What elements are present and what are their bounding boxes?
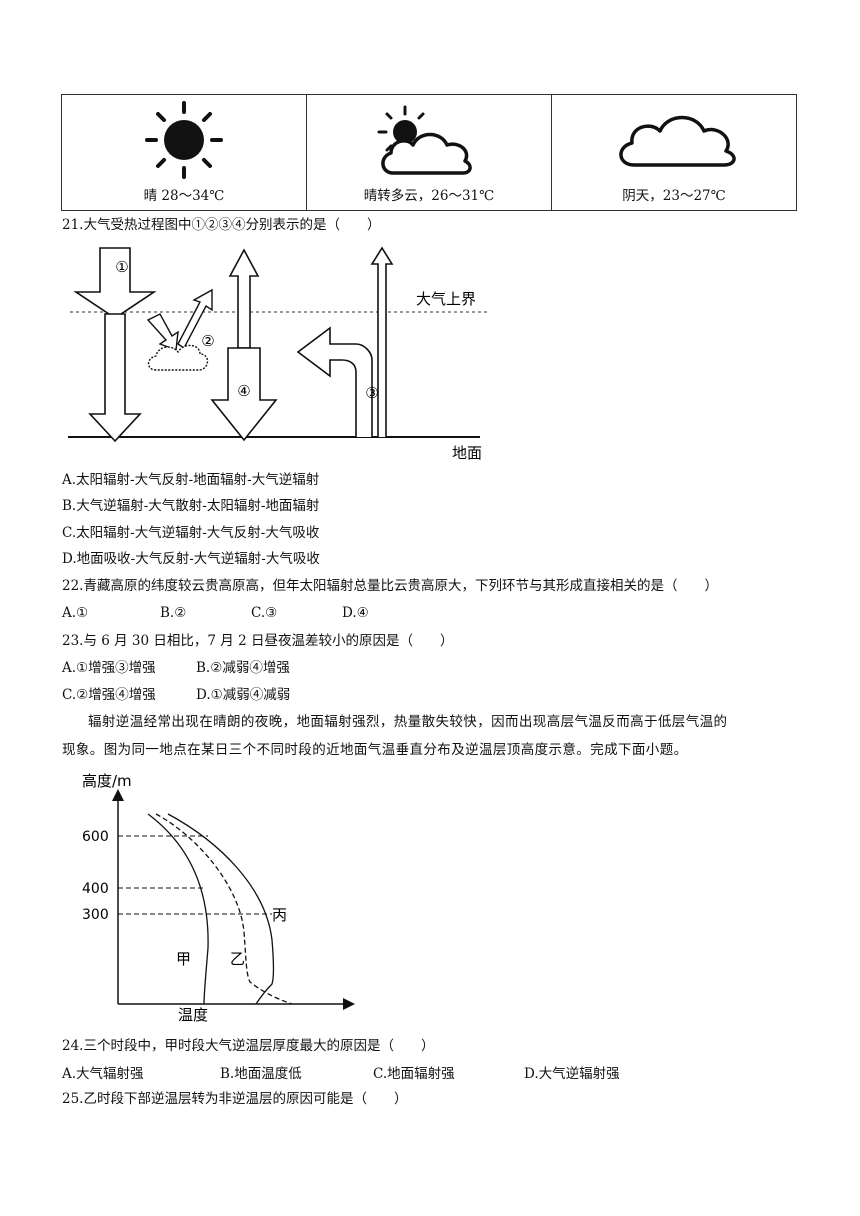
q24-option-a: A.大气辐射强 bbox=[62, 1066, 144, 1082]
q23-option-d: D.①减弱④减弱 bbox=[196, 687, 291, 703]
ground-label: 地面 bbox=[452, 444, 482, 462]
q23-option-a: A.①增强③增强 bbox=[62, 660, 156, 676]
circle-2-label: ② bbox=[201, 332, 214, 350]
q24-option-c: C.地面辐射强 bbox=[373, 1066, 455, 1082]
q24-option-b: B.地面温度低 bbox=[220, 1066, 302, 1082]
q22-option-b: B.② bbox=[160, 605, 187, 621]
passage-line-1: 辐射逆温经常出现在晴朗的夜晚，地面辐射强烈，热量散失较快，因而出现高层气温反而高… bbox=[88, 714, 728, 730]
x-axis-label: 温度 bbox=[178, 1006, 208, 1024]
passage-line-2: 现象。图为同一地点在某日三个不同时段的近地面气温垂直分布及逆温层顶高度示意。完成… bbox=[62, 742, 688, 758]
y-tick-label: 300 bbox=[82, 907, 109, 923]
q23-option-b: B.②减弱④增强 bbox=[196, 660, 290, 676]
q21-option-a: A.太阳辐射-大气反射-地面辐射-大气逆辐射 bbox=[62, 472, 320, 488]
weather-caption: 阴天，23～27℃ bbox=[622, 188, 726, 204]
question-23-stem: 23.与 6 月 30 日相比，7 月 2 日昼夜温差较小的原因是（ ） bbox=[62, 633, 454, 649]
circle-1-label: ① bbox=[115, 258, 128, 276]
q23-option-c: C.②增强④增强 bbox=[62, 687, 156, 703]
weather-cell-partly-cloudy: 晴转多云，26～31℃ bbox=[307, 95, 552, 210]
q22-option-c: C.③ bbox=[251, 605, 278, 621]
question-21-stem: 21.大气受热过程图中①②③④分别表示的是（ ） bbox=[62, 217, 381, 233]
weather-cell-sunny: 晴 28～34℃ bbox=[62, 95, 307, 210]
circle-4-label: ④ bbox=[237, 382, 250, 400]
series-line bbox=[155, 813, 293, 1005]
y-axis-label: 高度/m bbox=[82, 772, 132, 790]
series-label: 乙 bbox=[230, 950, 245, 968]
atmosphere-heating-diagram: ① ② ③ ④ 大气上界 地面 bbox=[68, 246, 490, 462]
series-line bbox=[147, 813, 209, 1005]
q24-option-d: D.大气逆辐射强 bbox=[524, 1066, 620, 1082]
y-tick-label: 600 bbox=[82, 829, 109, 845]
q22-option-d: D.④ bbox=[342, 605, 369, 621]
sun-cloud-icon bbox=[377, 105, 472, 175]
series-label: 丙 bbox=[272, 906, 287, 924]
y-tick-label: 400 bbox=[82, 881, 109, 897]
series-label: 甲 bbox=[176, 950, 191, 968]
cloud-icon bbox=[619, 115, 736, 167]
weather-caption: 晴 28～34℃ bbox=[143, 188, 225, 204]
question-25-stem: 25.乙时段下部逆温层转为非逆温层的原因可能是（ ） bbox=[62, 1091, 408, 1107]
sun-icon bbox=[145, 101, 223, 179]
inversion-chart: 300 400 600 甲 乙 丙 高度/m 温度 bbox=[82, 772, 355, 1024]
question-22-stem: 22.青藏高原的纬度较云贵高原高，但年太阳辐射总量比云贵高原大，下列环节与其形成… bbox=[62, 578, 718, 594]
question-24-stem: 24.三个时段中，甲时段大气逆温层厚度最大的原因是（ ） bbox=[62, 1038, 435, 1054]
circle-3-label: ③ bbox=[365, 384, 378, 402]
weather-table: 晴 28～34℃ 晴转多云，26～31℃ 阴天，23～27℃ bbox=[61, 94, 797, 211]
atmosphere-top-label: 大气上界 bbox=[416, 290, 476, 308]
weather-cell-overcast: 阴天，23～27℃ bbox=[552, 95, 796, 210]
q21-option-d: D.地面吸收-大气反射-大气逆辐射-大气吸收 bbox=[62, 551, 320, 567]
series-line bbox=[167, 813, 275, 1005]
q21-option-c: C.太阳辐射-大气逆辐射-大气反射-大气吸收 bbox=[62, 525, 320, 541]
q21-option-b: B.大气逆辐射-大气散射-太阳辐射-地面辐射 bbox=[62, 498, 320, 514]
q22-option-a: A.① bbox=[62, 605, 89, 621]
weather-caption: 晴转多云，26～31℃ bbox=[363, 188, 495, 204]
